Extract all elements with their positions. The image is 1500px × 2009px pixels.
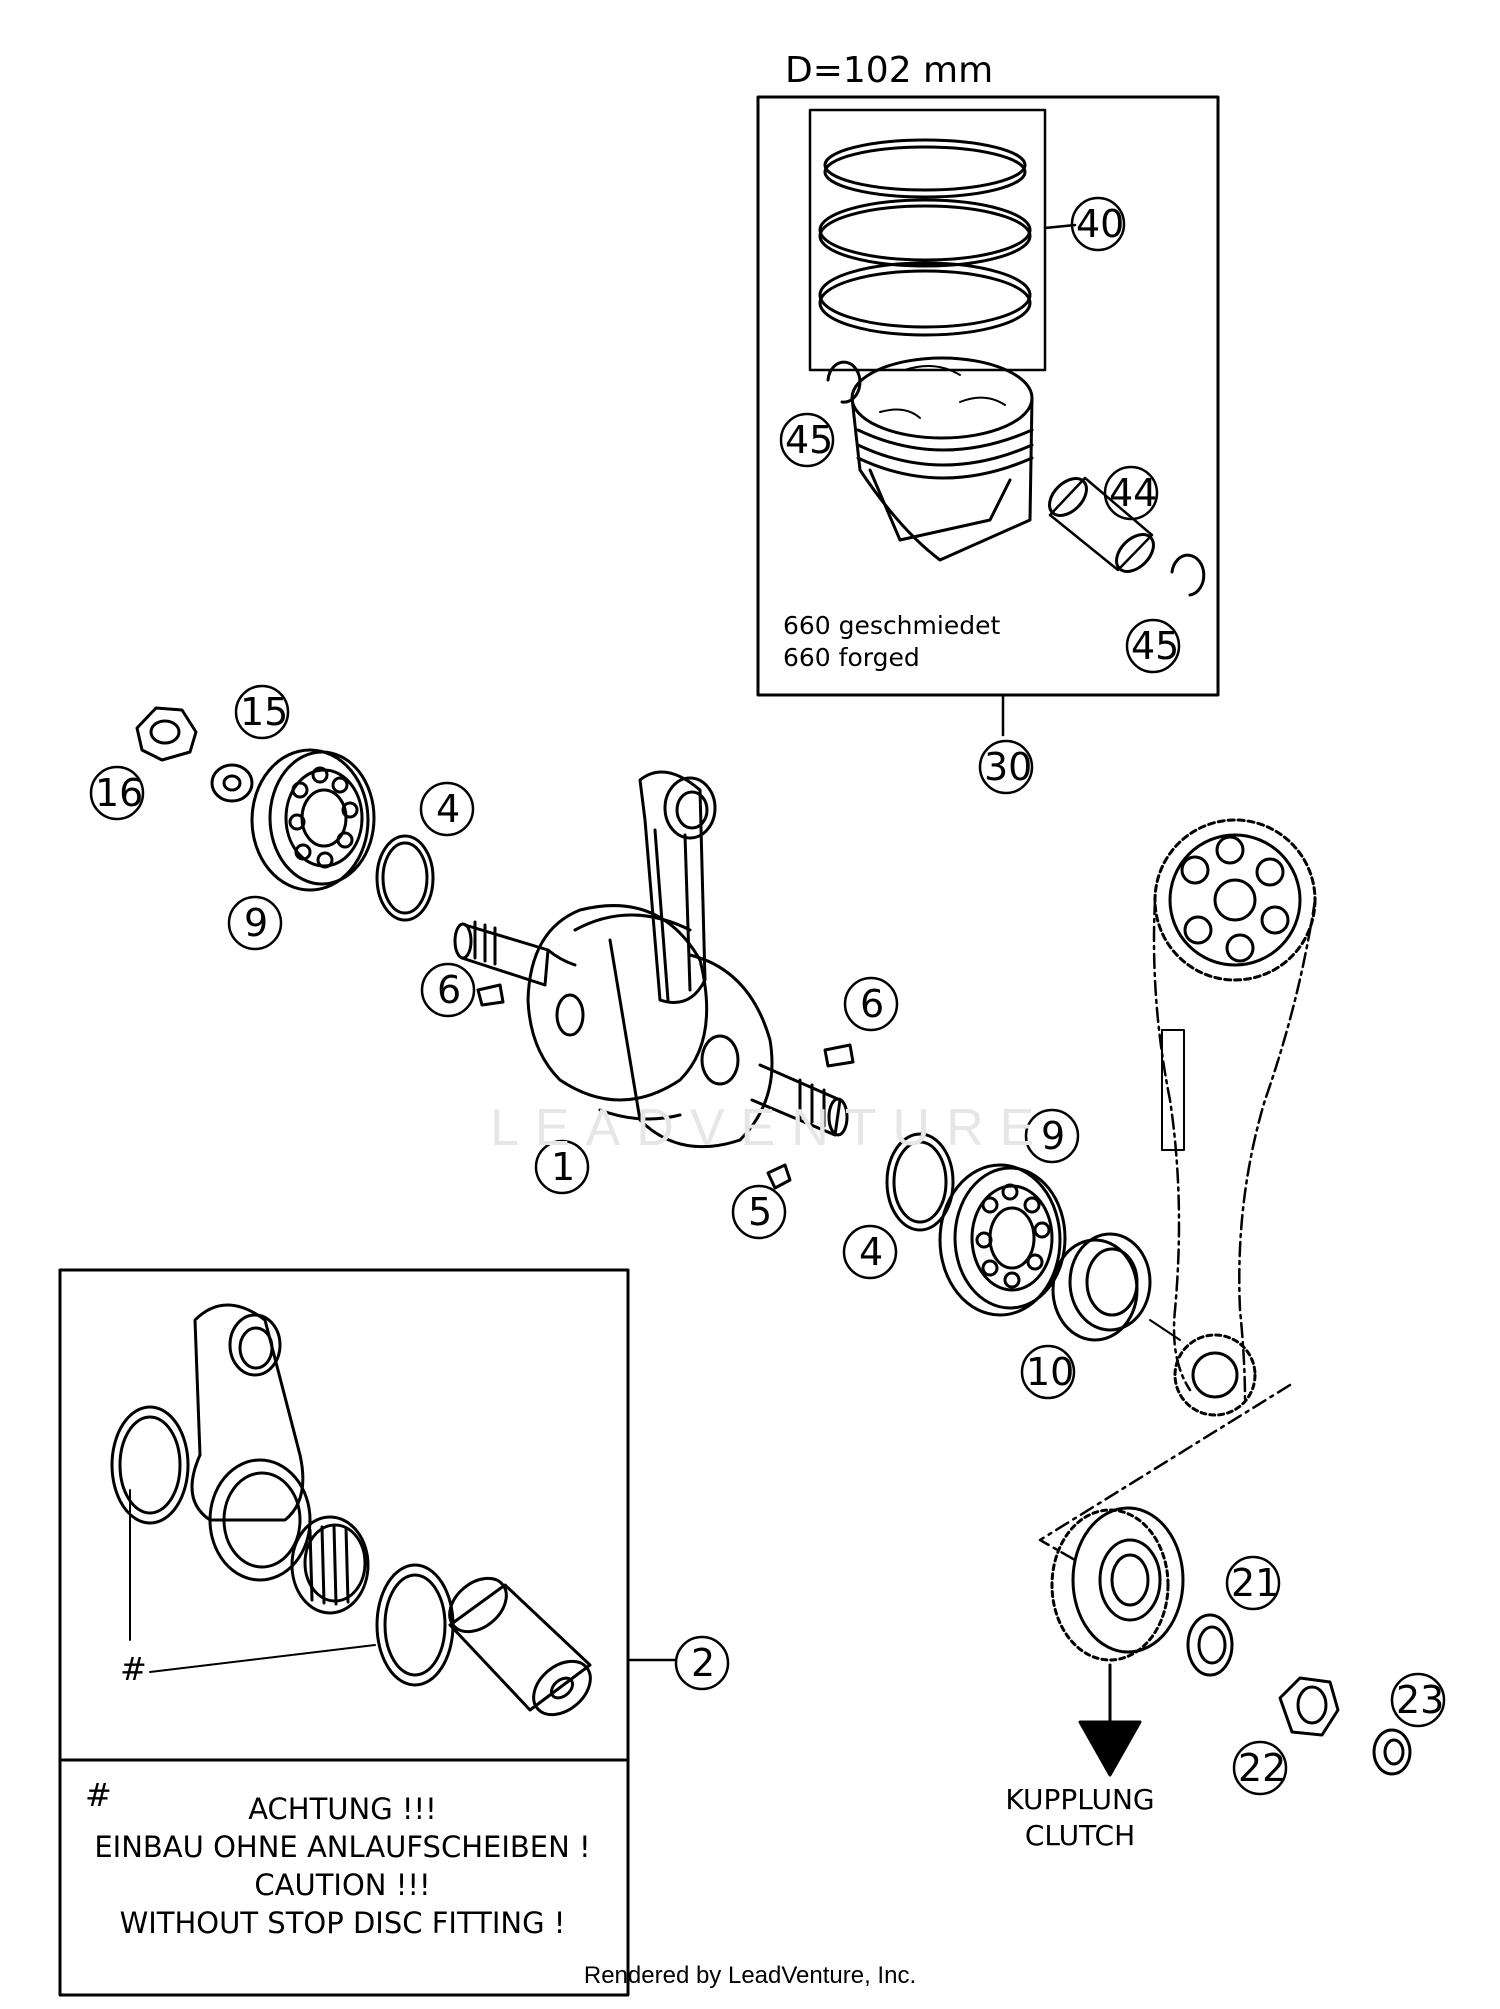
nut-16	[135, 706, 198, 762]
woodruff-key-6-left	[476, 983, 505, 1007]
caution-note: ACHTUNG !!! EINBAU OHNE ANLAUFSCHEIBEN !…	[60, 1790, 625, 1942]
clutch-arrow	[1078, 1663, 1142, 1777]
shim-4-left	[375, 834, 435, 922]
callout-2: 2	[691, 1641, 716, 1685]
shim-4-right	[885, 1132, 955, 1232]
connecting-rod	[638, 770, 717, 1004]
conrod-kit-box	[58, 1268, 677, 1997]
callout-4-left: 4	[436, 787, 461, 831]
callout-30: 30	[984, 745, 1033, 789]
piston-note: 660 geschmiedet 660 forged	[783, 610, 1000, 674]
crank-sprocket	[1173, 1333, 1257, 1417]
piston-pin	[1048, 476, 1155, 573]
callout-4-right: 4	[859, 1230, 884, 1274]
caution-line-2: EINBAU OHNE ANLAUFSCHEIBEN !	[94, 1830, 591, 1864]
circlip-bottom	[1170, 553, 1206, 597]
watermark: LEADVENTURE	[490, 1099, 1051, 1157]
callout-40: 40	[1076, 202, 1125, 246]
piston-note-en: 660 forged	[783, 643, 920, 672]
callout-9-left: 9	[244, 901, 269, 945]
conrod-kit-rod	[190, 1303, 312, 1582]
callout-21: 21	[1231, 1561, 1280, 1605]
clutch-label-en: CLUTCH	[1024, 1819, 1136, 1852]
bore-diameter: D=102 mm	[785, 50, 994, 91]
clutch-drive-gear	[1050, 1506, 1185, 1662]
callout-22: 22	[1238, 1746, 1287, 1790]
callout-10: 10	[1026, 1350, 1075, 1394]
lock-washer-21	[1186, 1613, 1234, 1677]
crank-pin	[448, 1576, 592, 1717]
bearing-9-left	[250, 748, 376, 892]
bearing-9-right	[938, 1163, 1067, 1317]
footer-credit: Rendered by LeadVenture, Inc.	[583, 1962, 917, 1989]
callout-6-right: 6	[860, 982, 885, 1026]
woodruff-key-6-right	[823, 1043, 855, 1068]
callout-6-left: 6	[437, 968, 462, 1012]
nut-22	[1278, 1676, 1340, 1737]
note-hash-marker: #	[85, 1776, 112, 1814]
callout-1: 1	[551, 1145, 576, 1189]
callout-44: 44	[1109, 471, 1158, 515]
callout-circles	[89, 196, 1446, 1796]
nut-23	[1372, 1728, 1412, 1776]
callout-45-top: 45	[785, 418, 834, 462]
callout-45-bottom: 45	[1131, 624, 1180, 668]
conrod-kit-shim-left	[110, 1405, 190, 1525]
oil-seal-10	[1051, 1232, 1181, 1342]
piston	[850, 356, 1034, 562]
clutch-label: KUPPLUNG CLUTCH	[980, 1782, 1180, 1854]
callout-5: 5	[748, 1190, 773, 1234]
clutch-label-de: KUPPLUNG	[1005, 1783, 1155, 1816]
callout-16: 16	[95, 771, 144, 815]
piston-rings	[808, 108, 1077, 372]
timing-chain	[1152, 898, 1317, 1402]
hash-leaders	[129, 1489, 376, 1673]
caution-line-3: CAUTION !!!	[254, 1868, 431, 1902]
caution-line-4: WITHOUT STOP DISC FITTING !	[119, 1906, 566, 1940]
piston-kit-box	[756, 95, 1220, 737]
circlip-top	[826, 360, 862, 404]
piston-note-de: 660 geschmiedet	[783, 611, 1001, 640]
caution-line-1: ACHTUNG !!!	[248, 1792, 437, 1826]
callout-23: 23	[1396, 1678, 1445, 1722]
woodruff-key-5	[766, 1163, 792, 1190]
crankshaft	[453, 904, 849, 1149]
washer-15	[210, 763, 254, 803]
needle-bearing	[290, 1515, 370, 1615]
cam-sprocket	[1153, 818, 1317, 982]
callout-15: 15	[240, 690, 289, 734]
hash-marker: #	[120, 1650, 147, 1688]
dash-connector	[1038, 1383, 1292, 1562]
callout-9-right: 9	[1041, 1114, 1066, 1158]
conrod-kit-shim-right	[375, 1563, 455, 1687]
